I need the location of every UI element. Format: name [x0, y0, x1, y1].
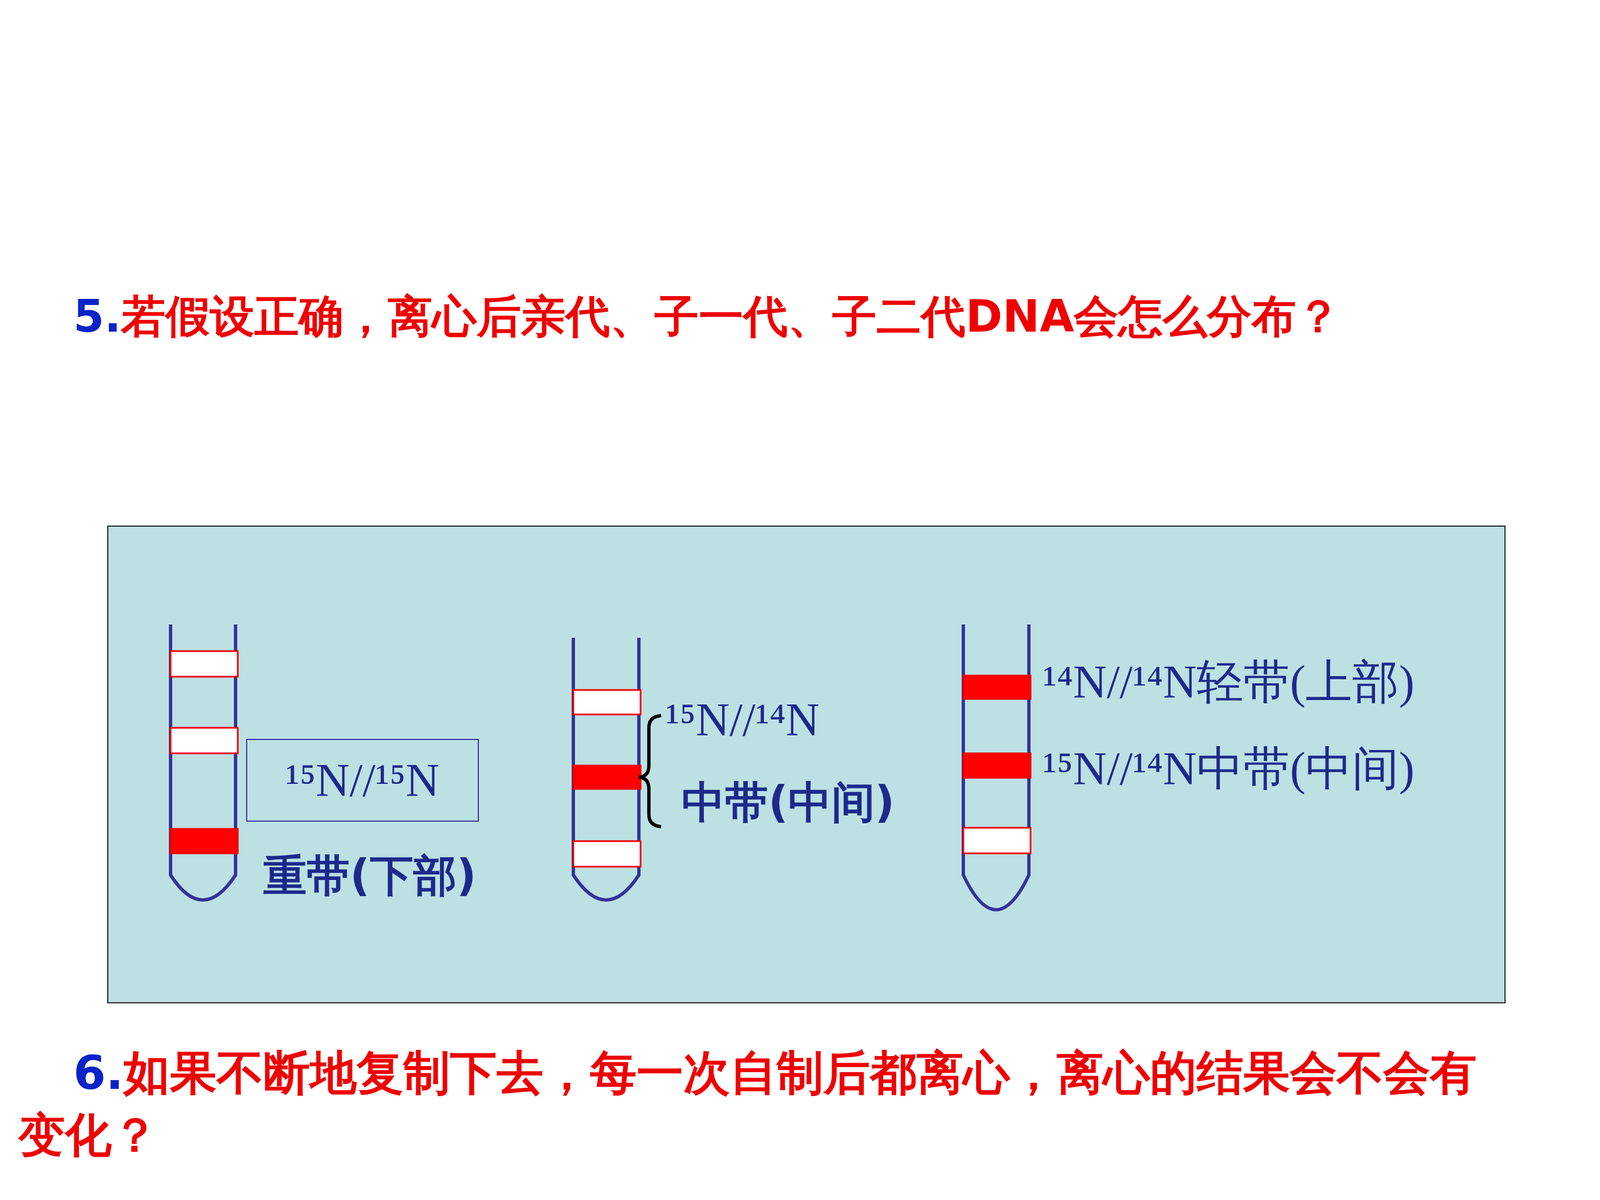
question-number: 5.: [73, 290, 122, 343]
middle-band: [573, 765, 641, 789]
empty-band: [963, 827, 1031, 854]
question-title: 5.若假设正确，离心后亲代、子一代、子二代DNA会怎么分布？: [73, 288, 1341, 345]
empty-band: [573, 690, 641, 715]
question-caption: 6.如果不断地复制下去，每一次自制后都离心，离心的结果会不会有变化？: [18, 1041, 1485, 1167]
brace: [638, 715, 662, 827]
heavy-band: [170, 828, 238, 854]
isotope-label: ¹⁵N//¹⁵N: [285, 753, 440, 808]
band-label: ¹⁵N//¹⁴N中带(中间): [1042, 742, 1415, 797]
empty-band: [573, 841, 641, 867]
band-name: 中带(中间): [681, 777, 895, 828]
question-number: 6.: [73, 1045, 124, 1100]
question-text: 如果不断地复制下去，每一次自制后都离心，离心的结果会不会有变化？: [18, 1045, 1477, 1163]
band-label: ¹⁴N//¹⁴N轻带(上部): [1042, 655, 1415, 710]
band-name: 重带(下部): [263, 851, 477, 902]
question-text: 若假设正确，离心后亲代、子一代、子二代DNA会怎么分布？: [121, 290, 1341, 343]
empty-band: [170, 651, 238, 677]
isotope-label: ¹⁵N//¹⁴N: [665, 693, 820, 748]
middle-band: [963, 753, 1031, 778]
label-box: ¹⁵N//¹⁵N: [246, 738, 479, 822]
empty-band: [170, 727, 238, 754]
light-band: [963, 675, 1031, 699]
